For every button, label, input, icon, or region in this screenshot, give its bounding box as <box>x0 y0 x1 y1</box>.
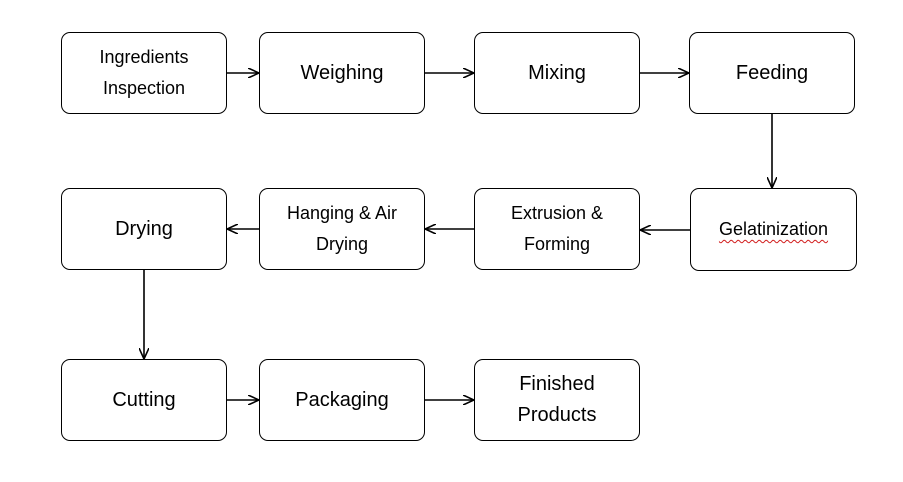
node-label: Packaging <box>295 388 389 411</box>
node-extrusion-forming: Extrusion &Forming <box>474 188 640 270</box>
node-label: Mixing <box>528 61 586 84</box>
node-gelatinization: Gelatinization <box>690 188 857 271</box>
node-label: Cutting <box>112 388 176 411</box>
node-weighing: Weighing <box>259 32 425 114</box>
node-cutting: Cutting <box>61 359 227 441</box>
node-feeding: Feeding <box>689 32 855 114</box>
node-label: Feeding <box>735 61 809 84</box>
node-mixing: Mixing <box>474 32 640 114</box>
node-drying: Drying <box>61 188 227 270</box>
node-label: Drying <box>115 217 173 240</box>
node-label: Weighing <box>300 61 384 84</box>
node-label: Gelatinization <box>718 219 829 239</box>
node-label: Extrusion &Forming <box>510 203 604 254</box>
node-packaging: Packaging <box>259 359 425 441</box>
